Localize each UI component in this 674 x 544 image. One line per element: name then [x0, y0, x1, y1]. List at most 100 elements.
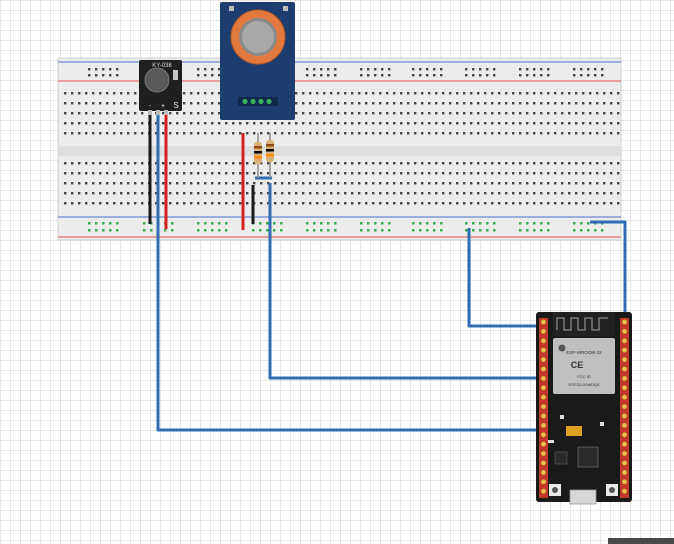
esp32-pin [622, 357, 627, 362]
terminal-hole [330, 122, 333, 125]
terminal-hole [477, 102, 480, 105]
terminal-hole [554, 172, 557, 175]
active-rail-hole [367, 229, 370, 232]
active-rail-hole [412, 229, 415, 232]
terminal-hole [589, 162, 592, 165]
terminal-hole [540, 172, 543, 175]
terminal-hole [120, 172, 123, 175]
terminal-hole [400, 162, 403, 165]
terminal-hole [190, 102, 193, 105]
terminal-hole [309, 112, 312, 115]
terminal-hole [169, 122, 172, 125]
terminal-hole [470, 122, 473, 125]
terminal-hole [120, 162, 123, 165]
esp32-pin [541, 413, 546, 419]
rail-hole [547, 74, 550, 77]
terminal-hole [316, 172, 319, 175]
terminal-hole [393, 202, 396, 205]
chip-text-model: ESP-WROOM-32 [566, 350, 602, 355]
terminal-hole [547, 202, 550, 205]
terminal-hole [379, 132, 382, 135]
terminal-hole [596, 102, 599, 105]
terminal-hole [113, 132, 116, 135]
terminal-hole [162, 192, 165, 195]
terminal-hole [498, 92, 501, 95]
terminal-hole [554, 132, 557, 135]
active-rail-hole [573, 222, 576, 225]
terminal-hole [99, 92, 102, 95]
rail-hole [360, 74, 363, 77]
terminal-hole [85, 172, 88, 175]
terminal-hole [505, 132, 508, 135]
active-rail-hole [306, 229, 309, 232]
terminal-hole [554, 192, 557, 195]
terminal-hole [456, 172, 459, 175]
terminal-hole [64, 132, 67, 135]
rail-hole [573, 68, 576, 71]
terminal-hole [463, 102, 466, 105]
terminal-hole [64, 162, 67, 165]
terminal-hole [267, 192, 270, 195]
terminal-hole [267, 172, 270, 175]
terminal-hole [85, 162, 88, 165]
terminal-hole [470, 162, 473, 165]
terminal-hole [358, 192, 361, 195]
terminal-hole [421, 112, 424, 115]
terminal-hole [491, 192, 494, 195]
terminal-hole [519, 192, 522, 195]
rail-hole [519, 68, 522, 71]
terminal-hole [491, 162, 494, 165]
esp32-pin [622, 385, 627, 391]
terminal-hole [400, 192, 403, 195]
terminal-hole [589, 102, 592, 105]
terminal-hole [449, 182, 452, 185]
terminal-hole [533, 202, 536, 205]
wire-ground-esp [467, 228, 541, 328]
terminal-hole [379, 202, 382, 205]
terminal-hole [421, 122, 424, 125]
terminal-hole [477, 202, 480, 205]
rail-hole [95, 68, 98, 71]
terminal-hole [582, 162, 585, 165]
terminal-hole [302, 172, 305, 175]
terminal-hole [435, 172, 438, 175]
terminal-hole [582, 172, 585, 175]
terminal-hole [386, 122, 389, 125]
terminal-hole [197, 172, 200, 175]
terminal-hole [603, 202, 606, 205]
terminal-hole [169, 192, 172, 195]
terminal-hole [134, 112, 137, 115]
terminal-hole [554, 182, 557, 185]
terminal-hole [617, 192, 620, 195]
terminal-hole [197, 182, 200, 185]
terminal-hole [281, 182, 284, 185]
esp32-pin [541, 432, 546, 438]
terminal-hole [288, 172, 291, 175]
terminal-hole [582, 132, 585, 135]
rail-hole [197, 74, 200, 77]
terminal-hole [78, 192, 81, 195]
active-rail-hole [479, 222, 482, 225]
microphone-icon [144, 67, 170, 93]
terminal-hole [526, 132, 529, 135]
terminal-hole [582, 112, 585, 115]
terminal-hole [183, 92, 186, 95]
terminal-hole [162, 162, 165, 165]
terminal-hole [323, 162, 326, 165]
terminal-hole [365, 102, 368, 105]
terminal-hole [197, 132, 200, 135]
terminal-hole [141, 192, 144, 195]
terminal-hole [246, 182, 249, 185]
terminal-hole [379, 92, 382, 95]
terminal-hole [85, 92, 88, 95]
terminal-hole [498, 192, 501, 195]
terminal-hole [526, 122, 529, 125]
terminal-hole [512, 172, 515, 175]
rail-hole [472, 74, 475, 77]
terminal-hole [246, 202, 249, 205]
active-rail-hole [374, 222, 377, 225]
active-rail-hole [381, 222, 384, 225]
terminal-hole [365, 132, 368, 135]
terminal-hole [547, 132, 550, 135]
esp32-pin [541, 319, 546, 325]
